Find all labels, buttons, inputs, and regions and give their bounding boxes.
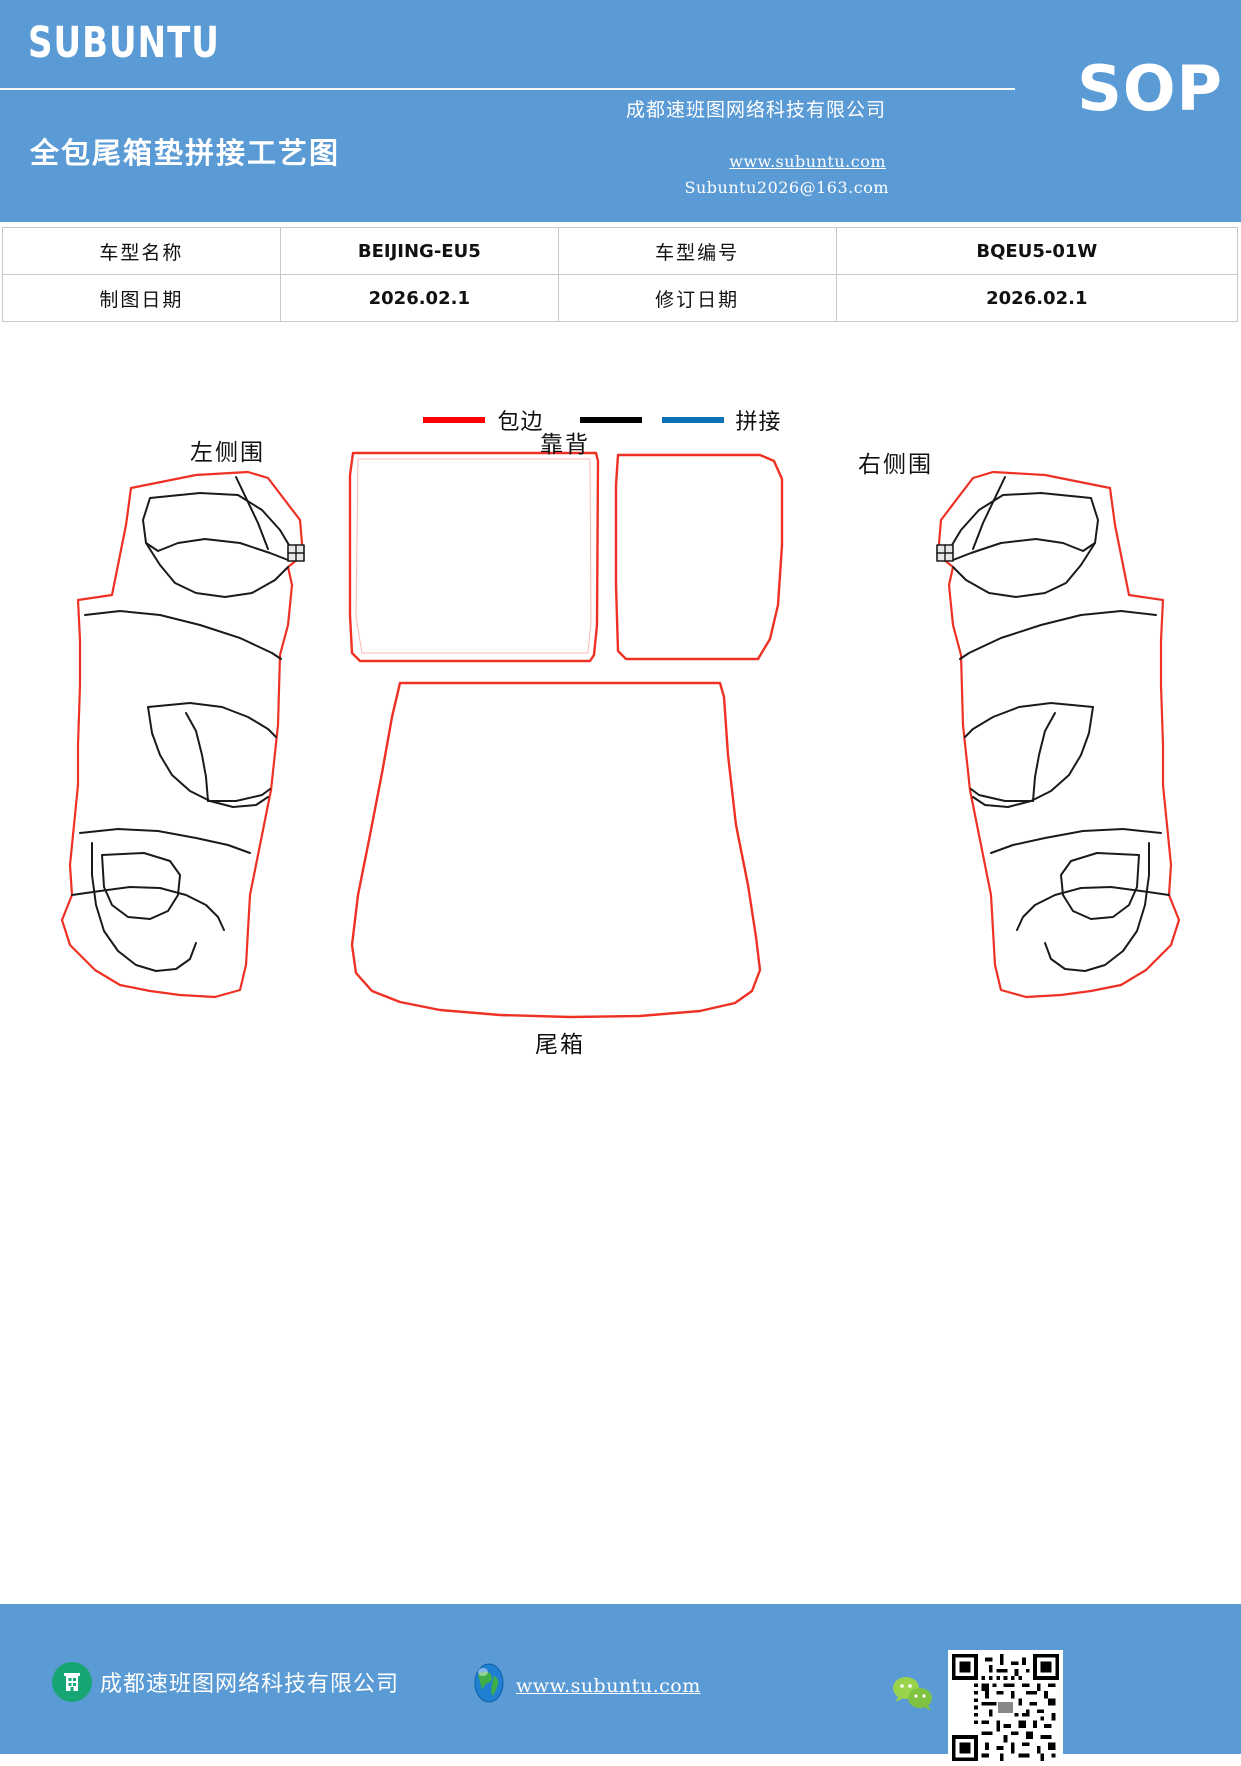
label-model-name: 车型名称	[2, 227, 281, 275]
qr-code-icon	[948, 1650, 1063, 1765]
line-swatch-red-icon	[423, 417, 486, 423]
header-company-name: 成都速班图网络科技有限公司	[625, 100, 886, 121]
legend-label-binding: 包边	[497, 410, 544, 435]
legend-item-black	[579, 417, 662, 423]
table-row: 车型名称 BEIJING-EU5 车型编号 BQEU5-01W	[2, 227, 1239, 275]
header-email: Subuntu2026@163.com	[684, 178, 889, 197]
brand-logo: SUBUNTU	[28, 18, 220, 68]
technical-drawing: 左侧围 靠背 右侧围 尾箱	[0, 425, 1241, 1085]
page-header: SUBUNTU 全包尾箱垫拼接工艺图 成都速班图网络科技有限公司 www.sub…	[0, 0, 1241, 222]
value-model-code: BQEU5-01W	[835, 227, 1239, 275]
backrest-right-shape	[614, 453, 784, 661]
parts-outline-svg	[60, 451, 1181, 1019]
header-divider	[0, 88, 1015, 90]
legend-item-splice: 拼接	[661, 404, 818, 436]
globe-icon	[470, 1662, 508, 1709]
line-swatch-black-icon	[579, 417, 642, 423]
footer-website-label[interactable]: www.subuntu.com	[516, 1674, 701, 1697]
backrest-left-shape	[348, 451, 600, 663]
building-icon	[52, 1662, 92, 1702]
value-model-name: BEIJING-EU5	[279, 227, 559, 275]
part-label-left-side: 左侧围	[190, 440, 265, 466]
footer-website[interactable]: www.subuntu.com	[470, 1662, 701, 1709]
value-revision-date: 2026.02.1	[835, 274, 1239, 322]
value-draw-date: 2026.02.1	[279, 274, 559, 322]
legend-label-splice: 拼接	[735, 410, 782, 435]
legend: 包边 拼接	[0, 404, 1241, 436]
footer-company-label: 成都速班图网络科技有限公司	[100, 1671, 400, 1696]
left-side-panel-shape	[60, 470, 305, 999]
label-draw-date: 制图日期	[2, 274, 281, 322]
header-website-link[interactable]: www.subuntu.com	[729, 152, 886, 171]
wechat-icon	[890, 1674, 936, 1714]
part-label-trunk: 尾箱	[535, 1032, 585, 1058]
vehicle-info-table: 车型名称 BEIJING-EU5 车型编号 BQEU5-01W 制图日期 202…	[2, 227, 1239, 322]
page-footer: 成都速班图网络科技有限公司 www.subuntu.com	[0, 1604, 1241, 1765]
sop-badge: SOP	[1077, 52, 1223, 125]
label-revision-date: 修订日期	[557, 274, 837, 322]
label-model-code: 车型编号	[557, 227, 837, 275]
part-label-right-side: 右侧围	[858, 452, 933, 478]
part-label-backrest: 靠背	[540, 432, 590, 458]
line-swatch-blue-icon	[661, 417, 724, 423]
page-title: 全包尾箱垫拼接工艺图	[30, 136, 341, 170]
table-row: 制图日期 2026.02.1 修订日期 2026.02.1	[2, 274, 1239, 322]
footer-company: 成都速班图网络科技有限公司	[52, 1662, 399, 1702]
right-side-panel-shape	[936, 470, 1181, 999]
trunk-panel-shape	[350, 681, 762, 1019]
legend-item-binding: 包边	[423, 404, 579, 436]
